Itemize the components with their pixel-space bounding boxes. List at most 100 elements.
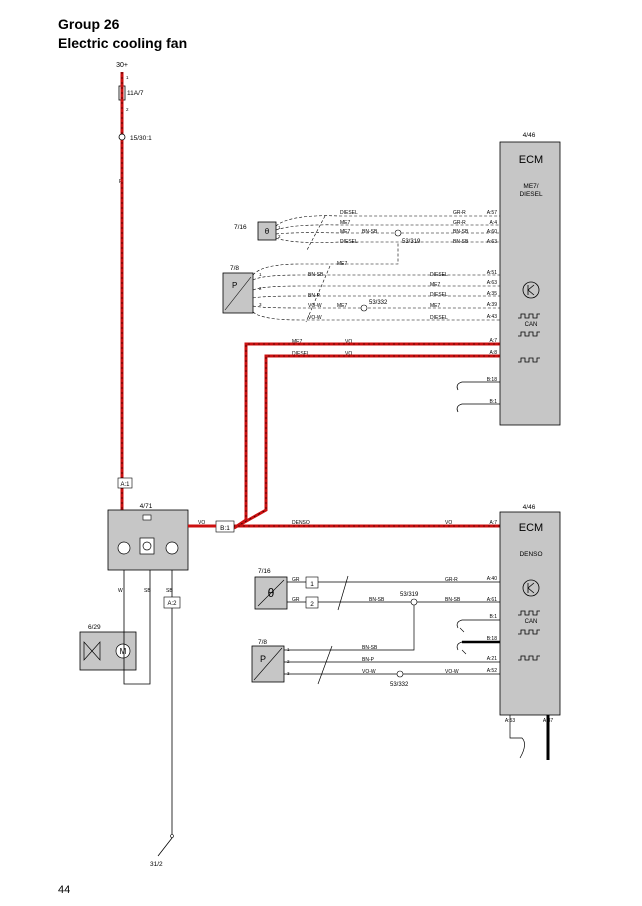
ecm-me7-pulse-icon — [518, 313, 540, 319]
pin-label: 2 — [278, 234, 281, 239]
ecm-me7-pulse-icon-2 — [518, 331, 540, 337]
ecm-denso-pulse-icon-3 — [518, 655, 540, 661]
connector-a2-label: A:2 — [167, 601, 177, 607]
splice-label: 15/30:1 — [130, 135, 152, 142]
pin-label: A:57 — [487, 210, 498, 216]
pin-label: A:52 — [487, 668, 498, 674]
temp-sensor-bottom-id: 7/16 — [258, 568, 271, 575]
pin-label: A:63 — [487, 280, 498, 286]
connector-pin-1 — [305, 576, 319, 589]
pin-label: A:61 — [487, 597, 498, 603]
pin-label: 2 — [259, 286, 262, 291]
wire-label: DIESEL — [430, 292, 448, 298]
wire-label: DENSO — [292, 520, 310, 526]
wire-label: ME7 — [340, 229, 351, 235]
wire-label: VO — [345, 339, 352, 345]
pin-label: 3 — [287, 671, 290, 676]
pin-label: A:40 — [487, 576, 498, 582]
wire-label: GR — [292, 577, 300, 583]
wire-label: BN-SB — [453, 239, 469, 245]
pin-label: 2 — [126, 107, 129, 112]
pin-label: B:18 — [487, 636, 498, 642]
wire-label: SB — [144, 588, 151, 594]
connector-a1 — [117, 477, 133, 489]
splice-53-332-top — [360, 304, 368, 312]
ecm-denso-k-icon — [522, 579, 540, 597]
ecm-me7-pin-labels: A:57 A:4 A:60 A:63 A:51 A:63 A:35 A:39 A… — [487, 210, 498, 405]
fan-module-id: 4/71 — [140, 503, 153, 510]
ecm-me7-variant-2: DIESEL — [519, 191, 543, 198]
pin-label: A:4 — [489, 220, 497, 226]
connector-b1-label: B:1 — [220, 525, 230, 532]
top-dashed-wires — [252, 215, 500, 323]
wire-label: VO — [198, 520, 205, 526]
wire-label: ME7 — [340, 220, 351, 226]
splice-53-319-bottom — [410, 598, 418, 606]
ground-icon — [170, 834, 174, 838]
wire-label: BN-P — [308, 293, 321, 299]
wire-label: DIESEL — [292, 351, 310, 357]
fan-icon — [83, 641, 131, 661]
pin-label: 1 — [259, 272, 262, 277]
wire-label: ME7 — [337, 303, 348, 309]
ecm-me7-can: CAN — [525, 322, 538, 328]
diagram-title: Electric cooling fan — [58, 35, 188, 51]
splice-15-30 — [118, 133, 126, 141]
pin-label: A:7 — [489, 338, 497, 344]
ecm-denso-variant: DENSO — [519, 551, 542, 558]
temp-sensor-top — [257, 221, 277, 241]
wire-label: GR-R — [453, 210, 466, 216]
wire-label: BN-SB — [445, 597, 461, 603]
wire-label: BN-SB — [362, 645, 378, 651]
theta-icon: θ — [265, 227, 270, 236]
ecm-denso-box — [499, 511, 561, 716]
temp-sensor-top-id: 7/16 — [234, 224, 247, 231]
ecm-me7-pulse-icon-3 — [518, 357, 540, 363]
group-heading: Group 26 — [58, 16, 120, 32]
fan-motor-id: 6/29 — [88, 624, 101, 631]
ecm-me7-k-icon — [522, 281, 540, 299]
resistor-icon — [142, 514, 152, 521]
lead-b18 — [456, 381, 500, 391]
pin-label: A:7 — [489, 520, 497, 526]
pressure-icon: P — [260, 654, 266, 664]
ecm-me7-variant-1: ME7/ — [523, 183, 538, 190]
wire-label: GR-R — [453, 220, 466, 226]
splice-label: 53/319 — [400, 592, 419, 598]
wire-label: ME7 — [430, 282, 441, 288]
wire-label: GR — [292, 597, 300, 603]
ecm-denso-id: 4/46 — [523, 504, 536, 511]
lead-b1 — [456, 403, 500, 413]
pin-label: 1 — [310, 581, 314, 588]
pin-label: 1 — [126, 75, 129, 80]
pressure-sensor-bottom-id: 7/8 — [258, 639, 267, 646]
fuse-label: 11A/7 — [127, 90, 144, 97]
pin-label: A:43 — [487, 314, 498, 320]
motor-icon: M — [120, 647, 127, 656]
wire-label: VO-W — [308, 303, 322, 309]
ecm-me7-name: ECM — [519, 154, 543, 166]
splice-label: 53/332 — [369, 300, 388, 306]
wire-label: BN-P — [362, 657, 375, 663]
pressure-icon: P — [232, 281, 237, 290]
pin-label: B:18 — [487, 377, 498, 383]
pin-label: 3 — [259, 302, 262, 307]
wire-label: BN-SB — [453, 229, 469, 235]
connector-a2 — [163, 596, 181, 609]
wire-label: BN-SB — [369, 597, 385, 603]
ecm-me7-box — [499, 141, 561, 426]
wire-label: DIESEL — [430, 272, 448, 278]
transistor-icons — [117, 537, 179, 555]
pin-label: 2 — [287, 659, 290, 664]
wire-label: SB — [166, 588, 173, 594]
wire-label: VO-W — [308, 315, 322, 321]
pin-label: 1 — [278, 225, 281, 230]
wire-label: ME7 — [337, 261, 348, 267]
ecm-denso-pulse-icon — [518, 610, 540, 616]
ecm-denso-can: CAN — [525, 619, 538, 625]
pin-label: B:1 — [489, 399, 497, 405]
ecm-me7-id: 4/46 — [523, 132, 536, 139]
wire-label: BN-SB — [308, 272, 324, 278]
wire-label: VO-W — [445, 669, 459, 675]
connector-pin-2 — [305, 596, 319, 609]
